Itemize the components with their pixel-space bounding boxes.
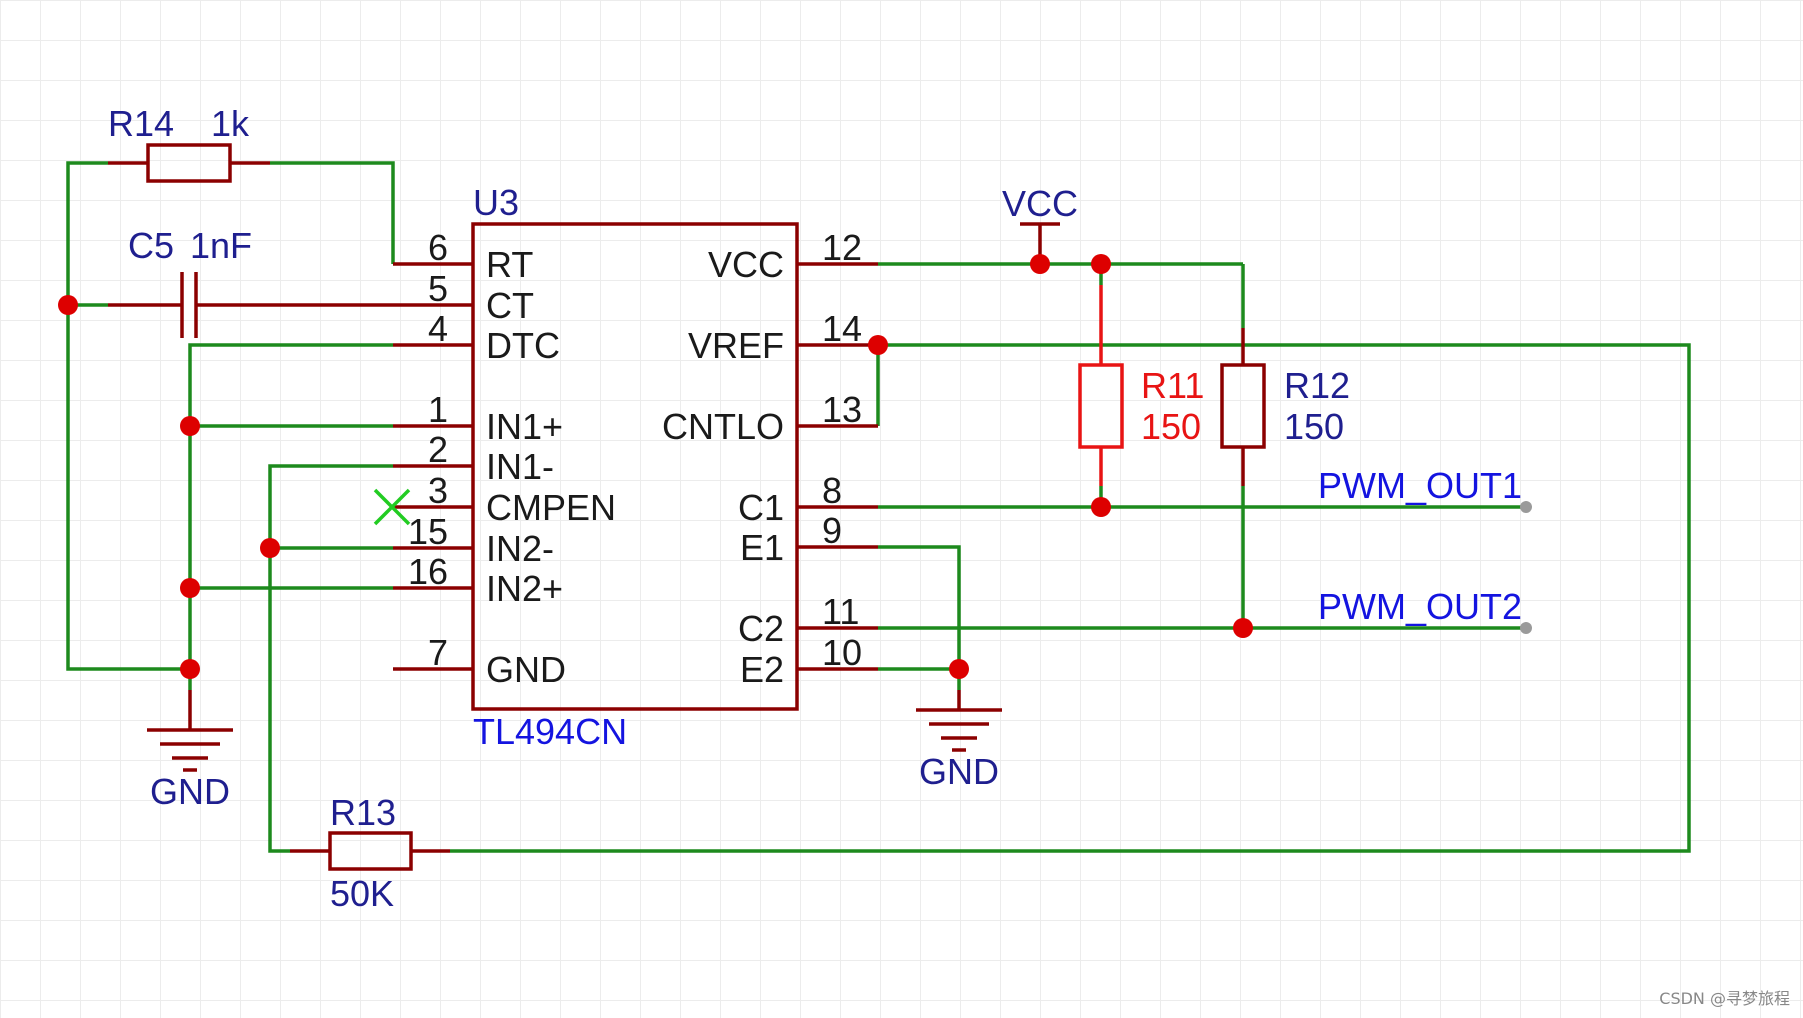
pin-number-c1: 8	[822, 470, 842, 511]
junctions	[58, 254, 1253, 679]
c5-designator: C5	[128, 225, 174, 266]
pin-name-cntlo: CNTLO	[662, 406, 784, 447]
gnd-left-label: GND	[150, 771, 230, 812]
junction-dot	[1233, 618, 1253, 638]
pin-number-gnd: 7	[428, 632, 448, 673]
pin-number-in2minus: 15	[408, 511, 448, 552]
wire-r14-left	[66, 161, 190, 671]
junction-dot	[180, 659, 200, 679]
pin-number-c2: 11	[822, 591, 859, 632]
wire-dtc	[188, 343, 393, 669]
pin-name-in2minus: IN2-	[486, 528, 554, 569]
ic-u3[interactable]: 6 5 4 1 2 3 15 16 7 RT CT DTC IN1+ IN1- …	[393, 182, 878, 752]
ic-u3-left-pin-stubs	[393, 262, 473, 671]
pin-name-cmpen: CMPEN	[486, 487, 616, 528]
pin-number-dtc: 4	[428, 308, 448, 349]
junction-dot	[868, 335, 888, 355]
vcc-power-port[interactable]: VCC	[1002, 183, 1078, 264]
resistor-r14[interactable]: R14 1k	[108, 103, 270, 183]
pin-number-vref: 14	[822, 308, 862, 349]
r12-designator: R12	[1284, 365, 1350, 406]
net-label-pwm-out2[interactable]: PWM_OUT2	[1318, 586, 1522, 627]
junction-dot	[180, 416, 200, 436]
pwm-out2-endpoint	[1520, 622, 1532, 634]
pin-name-c1: C1	[738, 487, 784, 528]
ground-left-icon[interactable]: GND	[147, 690, 233, 812]
junction-dot	[949, 659, 969, 679]
net-label-pwm-out1[interactable]: PWM_OUT1	[1318, 465, 1522, 506]
wire-e1	[878, 545, 961, 690]
pin-name-in1plus: IN1+	[486, 406, 563, 447]
pin-name-e2: E2	[740, 649, 784, 690]
r12-value: 150	[1284, 406, 1344, 447]
pin-name-in2plus: IN2+	[486, 568, 563, 609]
pin-name-c2: C2	[738, 608, 784, 649]
pin-number-in1plus: 1	[428, 389, 448, 430]
vcc-label: VCC	[1002, 183, 1078, 224]
ground-right-icon[interactable]: GND	[916, 690, 1002, 792]
pin-number-in2plus: 16	[408, 551, 448, 592]
pin-name-e1: E1	[740, 527, 784, 568]
pin-number-e2: 10	[822, 632, 862, 673]
resistor-r13[interactable]: R13 50K	[290, 792, 450, 914]
pin-name-dtc: DTC	[486, 325, 560, 366]
r11-value: 150	[1141, 406, 1201, 447]
r11-designator: R11	[1141, 365, 1204, 406]
wire-r13-to-vref	[450, 343, 1691, 853]
pin-number-rt: 6	[428, 227, 448, 268]
no-connect-x-icon	[373, 488, 411, 526]
r13-value: 50K	[330, 873, 394, 914]
wires	[66, 161, 1691, 853]
resistor-r12[interactable]: R12 150	[1220, 328, 1350, 486]
r13-designator: R13	[330, 792, 396, 833]
pwm-out1-endpoint	[1520, 501, 1532, 513]
gnd-right-label: GND	[919, 751, 999, 792]
junction-dot	[1091, 497, 1111, 517]
r14-designator: R14	[108, 103, 174, 144]
c5-value: 1nF	[190, 225, 252, 266]
pin-number-in1minus: 2	[428, 429, 448, 470]
junction-dot	[1091, 254, 1111, 274]
pin-name-gnd: GND	[486, 649, 566, 690]
pin-name-ct: CT	[486, 285, 534, 326]
junction-dot	[260, 538, 280, 558]
resistor-r11[interactable]: R11 150	[1078, 285, 1204, 486]
junction-dot	[180, 578, 200, 598]
pin-name-vref: VREF	[688, 325, 784, 366]
junction-dot	[1030, 254, 1050, 274]
pin-number-ct: 5	[428, 268, 448, 309]
capacitor-c5[interactable]: C5 1nF	[108, 225, 393, 338]
pin-number-cntlo: 13	[822, 389, 862, 430]
ic-u3-designator: U3	[473, 182, 519, 223]
watermark: CSDN @寻梦旅程	[1659, 989, 1790, 1008]
pin-number-cmpen: 3	[428, 470, 448, 511]
pin-name-vcc: VCC	[708, 244, 784, 285]
pin-name-in1minus: IN1-	[486, 446, 554, 487]
pin-number-vcc: 12	[822, 227, 862, 268]
pin-name-rt: RT	[486, 244, 533, 285]
ic-u3-part-number: TL494CN	[473, 711, 627, 752]
pin-number-e1: 9	[822, 510, 842, 551]
ic-u3-right-pin-stubs	[797, 262, 878, 671]
wire-r14-to-rt	[270, 161, 395, 264]
r14-value: 1k	[211, 103, 250, 144]
junction-dot	[58, 295, 78, 315]
wire-in1minus	[268, 464, 393, 853]
